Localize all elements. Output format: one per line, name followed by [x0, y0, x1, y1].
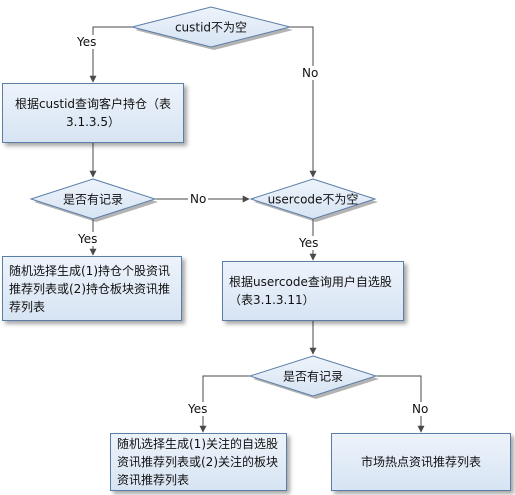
edge-d1-d3	[290, 26, 317, 178]
edge-label-no-2: No	[188, 192, 209, 206]
decision-usercode-diamond	[249, 178, 377, 220]
process-random-watch-list-text: 随机选择生成(1)关注的自选股资讯推荐列表或(2)关注的板块资讯推荐列表	[117, 437, 278, 487]
decision-has-record-1-text: 是否有记录	[63, 193, 123, 207]
decision-usercode-text: usercode不为空	[268, 193, 359, 207]
process-random-watch-list: 随机选择生成(1)关注的自选股资讯推荐列表或(2)关注的板块资讯推荐列表	[110, 433, 287, 491]
edge-label-yes-3: Yes	[297, 236, 321, 250]
edge-d4-b4	[199, 375, 250, 433]
edge-label-yes-1: Yes	[75, 35, 99, 49]
edge-label-yes-2: Yes	[76, 232, 100, 246]
process-query-holdings: 根据custid查询客户持仓（表3.1.3.5）	[2, 83, 184, 143]
edge-label-no-4: No	[410, 402, 431, 416]
process-query-holdings-text: 根据custid查询客户持仓（表3.1.3.5）	[14, 97, 172, 129]
process-query-watchlist-text: 根据usercode查询用户自选股（表3.1.3.11）	[229, 275, 392, 307]
process-random-holding-list-text: 随机选择生成(1)持仓个股资讯推荐列表或(2)持仓板块资讯推荐列表	[9, 263, 170, 314]
decision-has-record-1-diamond	[29, 178, 157, 220]
edge-label-no-1: No	[300, 66, 321, 80]
decision-has-record-2-diamond	[248, 355, 378, 397]
process-random-holding-list: 随机选择生成(1)持仓个股资讯推荐列表或(2)持仓板块资讯推荐列表	[2, 256, 182, 321]
process-hot-news-list: 市场热点资讯推荐列表	[331, 433, 511, 491]
process-query-watchlist: 根据usercode查询用户自选股（表3.1.3.11）	[222, 261, 404, 321]
decision-has-record-2-text: 是否有记录	[283, 370, 343, 384]
process-hot-news-list-text: 市场热点资讯推荐列表	[360, 455, 481, 469]
edge-label-yes-4: Yes	[186, 402, 210, 416]
decision-custid-text: custid不为空	[175, 21, 247, 35]
edge-d1-b1	[89, 26, 132, 83]
decision-custid-diamond	[131, 6, 291, 48]
